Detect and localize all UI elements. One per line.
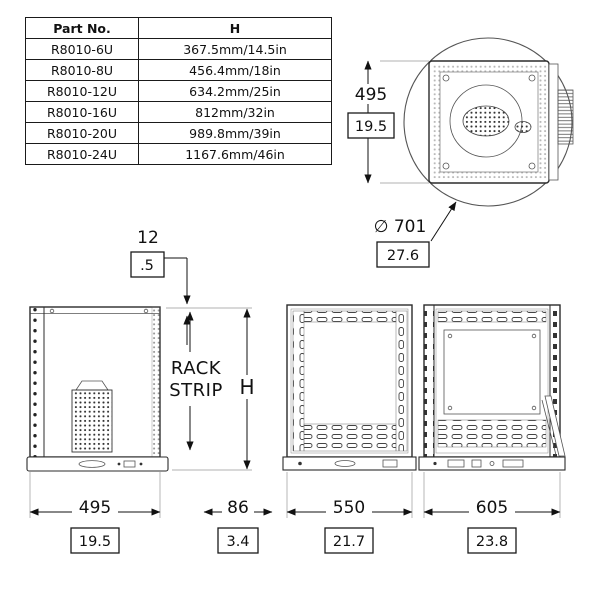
base-connector xyxy=(502,459,524,468)
height-cell: 634.2mm/25in xyxy=(138,80,332,102)
base-detail xyxy=(139,462,143,466)
vent-top xyxy=(75,380,109,391)
dim-depth-in: 19.5 xyxy=(79,534,111,550)
table-row: R8010-24U 1167.6mm/46in xyxy=(25,143,332,165)
dim-depth-mm: 495 xyxy=(79,498,111,518)
corner-screw-icon xyxy=(528,74,536,82)
inch-value-box xyxy=(217,527,259,554)
spec-table: Part No. H R8010-6U 367.5mm/14.5in R8010… xyxy=(25,17,332,165)
base-plinth xyxy=(26,456,169,472)
table-header-row: Part No. H xyxy=(25,17,332,39)
detail-dimensions: 495 19.5 ∅ 701 27.6 xyxy=(347,60,457,268)
inch-value-box xyxy=(376,241,430,268)
part-no-cell: R8010-24U xyxy=(25,143,139,165)
table-row: R8010-8U 456.4mm/18in xyxy=(25,59,332,81)
dim-front-width-mm: 550 xyxy=(333,498,365,518)
bottom-slot-band xyxy=(437,419,547,448)
corner-screw-icon xyxy=(442,162,450,170)
dim-base-ext-mm: 86 xyxy=(227,498,249,518)
left-flange xyxy=(423,304,435,458)
top-slot-band xyxy=(303,310,397,323)
height-cell: 367.5mm/14.5in xyxy=(138,38,332,60)
fan-circle xyxy=(449,84,523,158)
side-view-drawing xyxy=(26,306,169,472)
inch-value-box xyxy=(467,527,517,554)
dim-strip-in: .5 xyxy=(140,258,154,274)
top-detail-view xyxy=(403,37,574,207)
col-header-part-no: Part No. xyxy=(25,17,139,39)
table-row: R8010-20U 989.8mm/39in xyxy=(25,122,332,144)
base-slot xyxy=(334,460,356,467)
rack-strip-rail xyxy=(29,306,45,458)
dim-detail-height-mm: 495 xyxy=(355,85,387,105)
rack-strip-callout: RACK STRIP xyxy=(169,311,223,451)
inch-value-box xyxy=(347,112,395,139)
rear-view-drawing xyxy=(418,304,566,471)
inch-value-box xyxy=(70,527,120,554)
kickstand xyxy=(544,395,566,457)
dim-base-ext-in: 3.4 xyxy=(226,534,249,550)
corner-screw-icon xyxy=(528,162,536,170)
screw-icon xyxy=(447,405,453,411)
col-header-h: H xyxy=(138,17,332,39)
part-no-cell: R8010-20U xyxy=(25,122,139,144)
base-detail xyxy=(433,461,437,466)
perforated-vent xyxy=(71,389,113,453)
base-connector xyxy=(382,459,398,468)
strip-dimension: 12 .5 xyxy=(130,228,191,345)
diameter-leader-arrow xyxy=(430,201,457,242)
front-view-drawing xyxy=(282,304,417,471)
left-slot-rail xyxy=(292,310,305,452)
screw-icon xyxy=(531,333,537,339)
base-connector xyxy=(447,459,465,468)
right-slot-rail xyxy=(395,310,408,452)
base-connector xyxy=(471,459,482,468)
height-cell: 989.8mm/39in xyxy=(138,122,332,144)
screw-icon xyxy=(143,308,149,314)
top-slot-band xyxy=(437,310,547,323)
dim-front-width-in: 21.7 xyxy=(333,534,365,550)
fan-vent xyxy=(462,105,510,137)
height-cell: 1167.6mm/46in xyxy=(138,143,332,165)
screw-icon xyxy=(531,405,537,411)
base-slot xyxy=(78,460,106,468)
base-detail xyxy=(489,461,495,466)
dim-rear-width-mm: 605 xyxy=(476,498,508,518)
dim-detail-height-in: 19.5 xyxy=(355,119,387,135)
rack-strip-label-line1: RACK xyxy=(171,358,222,379)
corner-screw-icon xyxy=(442,74,450,82)
rear-panel xyxy=(443,329,541,415)
part-no-cell: R8010-12U xyxy=(25,80,139,102)
table-row: R8010-16U 812mm/32in xyxy=(25,101,332,123)
rear-connector-grill xyxy=(557,89,574,145)
table-row: R8010-6U 367.5mm/14.5in xyxy=(25,38,332,60)
bottom-dimensions: 495 19.5 86 3.4 550 21.7 605 23.8 xyxy=(29,472,561,554)
base-connector xyxy=(123,460,136,468)
small-vent xyxy=(514,121,532,133)
base-plinth xyxy=(418,456,566,471)
rear-flange xyxy=(548,63,559,181)
height-dimension: H xyxy=(166,307,257,471)
dim-diameter-in: 27.6 xyxy=(387,248,419,264)
inch-value-box xyxy=(324,527,374,554)
base-detail xyxy=(298,461,302,466)
dim-diameter-mm: ∅ 701 xyxy=(374,217,427,237)
inch-value-box xyxy=(130,251,165,278)
base-detail xyxy=(117,462,121,466)
dim-rear-width-in: 23.8 xyxy=(476,534,508,550)
rear-rail xyxy=(151,306,161,458)
dim-strip-mm: 12 xyxy=(137,228,159,248)
part-no-cell: R8010-8U xyxy=(25,59,139,81)
part-no-cell: R8010-16U xyxy=(25,101,139,123)
height-cell: 812mm/32in xyxy=(138,101,332,123)
table-row: R8010-12U 634.2mm/25in xyxy=(25,80,332,102)
dim-height-label: H xyxy=(239,375,254,399)
height-cell: 456.4mm/18in xyxy=(138,59,332,81)
bottom-slot-band xyxy=(303,423,397,452)
screw-icon xyxy=(49,308,55,314)
part-no-cell: R8010-6U xyxy=(25,38,139,60)
screw-icon xyxy=(447,333,453,339)
rack-strip-label-line2: STRIP xyxy=(169,380,223,401)
